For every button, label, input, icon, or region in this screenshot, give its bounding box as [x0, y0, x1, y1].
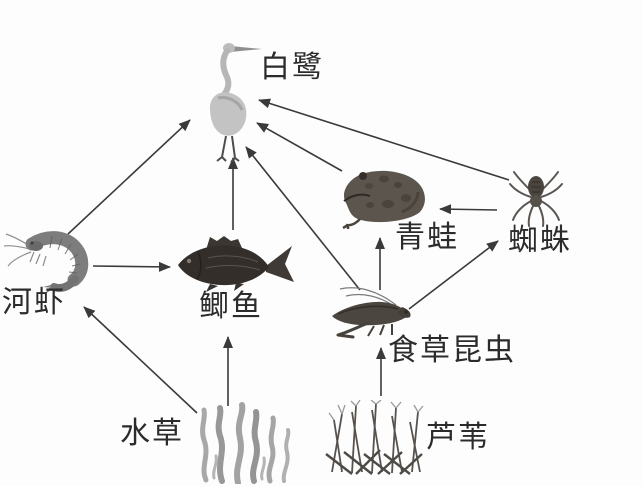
waterweed-image — [200, 402, 291, 484]
arrow-spider-to-egret — [258, 98, 510, 181]
arrow-herbivorous-insect-to-spider — [408, 240, 499, 310]
label-crucian-carp: 鲫鱼 — [199, 290, 263, 323]
label-frog: 青蛙 — [395, 221, 459, 254]
crucian-carp-image — [178, 236, 294, 292]
arrow-frog-to-egret — [256, 122, 343, 172]
egret-image — [210, 43, 262, 162]
label-egret: 白鹭 — [260, 51, 324, 84]
arrow-spider-to-frog — [439, 204, 498, 215]
shrimp-image — [4, 231, 89, 294]
grasshopper-image — [332, 287, 411, 339]
label-spider: 蜘蛛 — [508, 224, 572, 257]
label-shrimp: 河虾 — [2, 286, 66, 319]
arrow-waterweed-to-shrimp — [83, 306, 198, 414]
label-waterweed: 水草 — [120, 417, 184, 450]
arrow-herbivorous-insect-to-egret — [245, 146, 361, 291]
label-herbivorous-insect: 食草昆虫 — [388, 334, 516, 367]
spider-image — [509, 171, 563, 227]
label-reed: 芦苇 — [426, 421, 490, 454]
frog-image — [342, 170, 425, 229]
reed-image — [325, 400, 424, 475]
arrow-shrimp-to-egret — [67, 119, 191, 235]
arrow-shrimp-to-crucian-carp — [92, 261, 171, 272]
